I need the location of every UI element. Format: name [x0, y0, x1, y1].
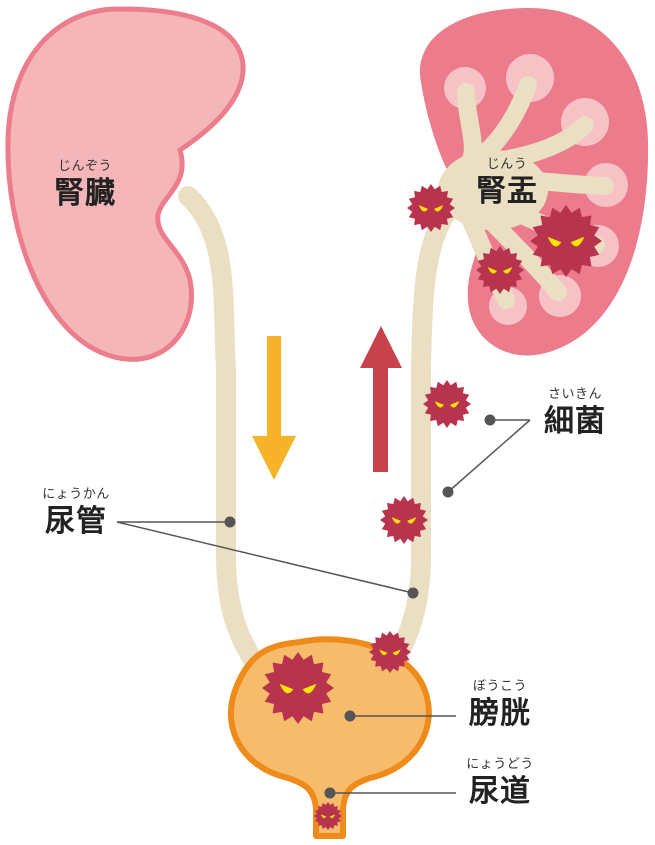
renal-pelvis-body [438, 150, 548, 230]
urethra-ruby: にょうどう [466, 757, 534, 772]
bacterium-icon [423, 380, 471, 428]
bladder-label: ぼうこう 膀胱 [452, 680, 548, 729]
bacterium-icon [476, 246, 524, 294]
bacterium-icon [407, 184, 455, 232]
bacterium-icon [530, 205, 602, 277]
bacterium-icon [314, 802, 342, 830]
leader-dots [224, 414, 496, 799]
urine-flow-down-arrow-icon [252, 336, 296, 480]
bacteria-ruby: さいきん [547, 387, 602, 402]
bladder-text: 膀胱 [469, 696, 531, 731]
urethra-label: にょうどう 尿道 [452, 758, 548, 807]
bacterium-icon [369, 631, 411, 673]
bladder-ruby: ぼうこう [472, 679, 527, 694]
pelvis-text: 腎盂 [476, 174, 538, 209]
infection-ascending-arrow-icon [360, 326, 402, 472]
pelvis-ruby: じんう [486, 157, 528, 172]
bacteria-text: 細菌 [544, 404, 606, 439]
urethra-text: 尿道 [469, 774, 531, 809]
bacteria-group [262, 184, 602, 830]
ureter-text: 尿管 [45, 504, 107, 539]
bacteria-label: さいきん 細菌 [530, 388, 620, 437]
ureter-label: にょうかん 尿管 [28, 488, 124, 537]
bacterium-icon [262, 652, 334, 724]
pelvis-label: じんう 腎盂 [462, 158, 552, 207]
ureter-ruby: にょうかん [42, 487, 110, 502]
left-ureter [178, 186, 272, 682]
leader-lines [116, 419, 531, 794]
right-ureter [380, 205, 455, 678]
kidney-text: 腎臓 [54, 176, 116, 211]
bacterium-icon [380, 496, 428, 544]
healthy-kidney [5, 6, 246, 362]
kidney-label: じんぞう 腎臓 [40, 160, 130, 209]
kidney-ruby: じんぞう [57, 159, 112, 174]
